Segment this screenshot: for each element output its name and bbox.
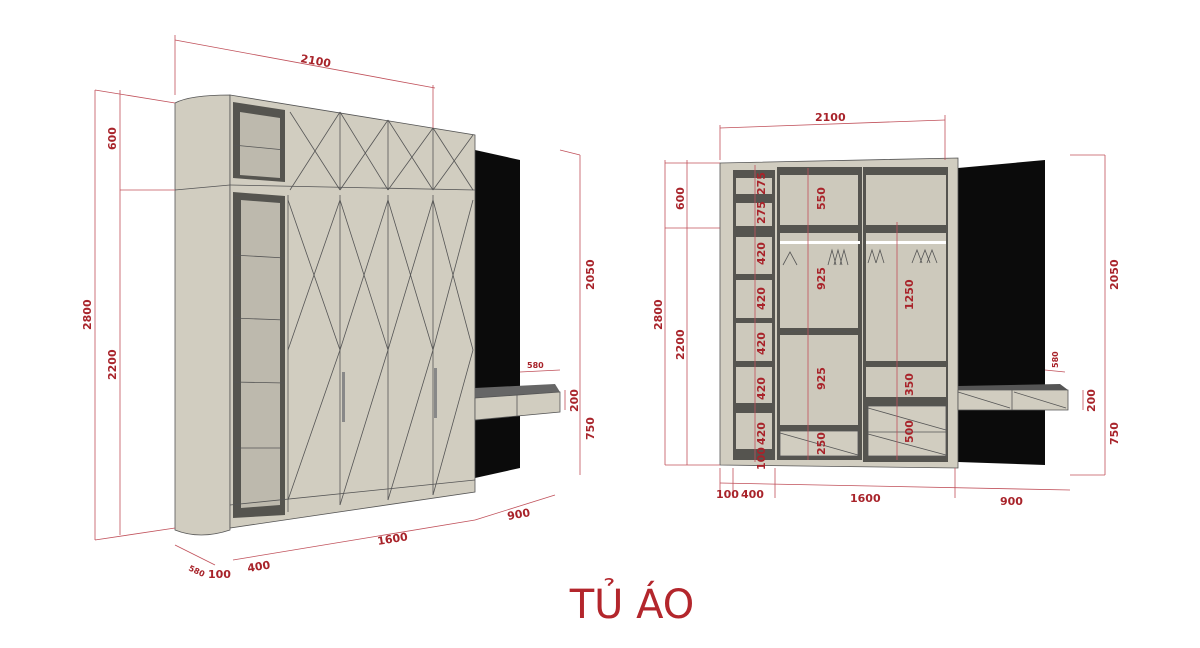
dim-left-shelf-5: 420	[755, 422, 768, 445]
hanging-rod	[866, 241, 946, 244]
dim-plinth: 100	[755, 447, 768, 470]
dim-mid-hang-upper: 925	[815, 267, 828, 290]
dim-height-top: 600	[674, 187, 687, 210]
dim-right-shelf: 350	[903, 373, 916, 396]
dim-height-total: 2800	[81, 299, 94, 330]
dim-door-height: 2050	[584, 259, 597, 290]
dim-desk-top-height: 750	[584, 417, 597, 440]
dim-desk-height: 200	[568, 389, 581, 412]
dim-height-total: 2800	[652, 299, 665, 330]
dim-left-shelf-2: 420	[755, 287, 768, 310]
dim-height-body: 2200	[106, 349, 119, 380]
dim-right-drawers: 500	[903, 420, 916, 443]
perspective-view: 2100 600 2200 2800 580 200 2050 750 900 …	[81, 35, 597, 581]
dim-desk-width: 900	[1000, 495, 1023, 508]
dim-mid-hang-lower: 925	[815, 367, 828, 390]
dim-left-top-1: 275	[755, 172, 768, 195]
dim-side-width: 100	[716, 488, 739, 501]
dim-mid-top: 550	[815, 187, 828, 210]
front-view: 2100 600 2800 2200 2050 750 200 580 100 …	[652, 111, 1121, 508]
dim-desk-top-height: 750	[1108, 422, 1121, 445]
dim-left-shelf-1: 420	[755, 242, 768, 265]
dim-desk-depth: 580	[1051, 351, 1060, 368]
dim-desk-depth: 580	[527, 361, 544, 370]
dim-right-hang: 1250	[903, 279, 916, 310]
dim-mid-drawer: 250	[815, 432, 828, 455]
dim-height-body: 2200	[674, 329, 687, 360]
dim-shelf-width: 400	[741, 488, 764, 501]
desk-drawer	[474, 391, 561, 421]
dim-height-top: 600	[106, 127, 119, 150]
front-dimensions: 2100 600 2800 2200 2050 750 200 580 100 …	[652, 111, 1121, 508]
dim-width-total: 2100	[299, 52, 332, 70]
dim-side-width: 100	[208, 568, 231, 581]
side-door-black	[475, 150, 520, 478]
door-handle	[434, 368, 437, 418]
dim-wardrobe-width: 1600	[376, 530, 409, 548]
dim-width-total: 2100	[815, 111, 846, 124]
dim-door-height: 2050	[1108, 259, 1121, 290]
perspective-dimensions: 2100 600 2200 2800 580 200 2050 750 900 …	[81, 35, 597, 581]
desk-drawer	[957, 389, 1069, 411]
dim-depth: 580	[187, 564, 206, 579]
hangers	[782, 248, 938, 334]
dim-left-top-2: 275	[755, 201, 768, 224]
dim-left-shelf-4: 420	[755, 377, 768, 400]
side-door-black	[958, 160, 1045, 465]
dim-wardrobe-width: 1600	[850, 492, 881, 505]
hanging-rod	[780, 241, 860, 244]
door-handle	[342, 372, 345, 422]
dim-desk-height: 200	[1085, 389, 1098, 412]
dim-left-shelf-3: 420	[755, 332, 768, 355]
dim-shelf-width: 400	[246, 558, 271, 574]
drawing-title: TỦ ÁO	[569, 577, 695, 628]
desk-top	[475, 384, 560, 398]
dim-desk-width: 900	[506, 506, 531, 523]
cabinet-side-panel	[174, 94, 231, 536]
